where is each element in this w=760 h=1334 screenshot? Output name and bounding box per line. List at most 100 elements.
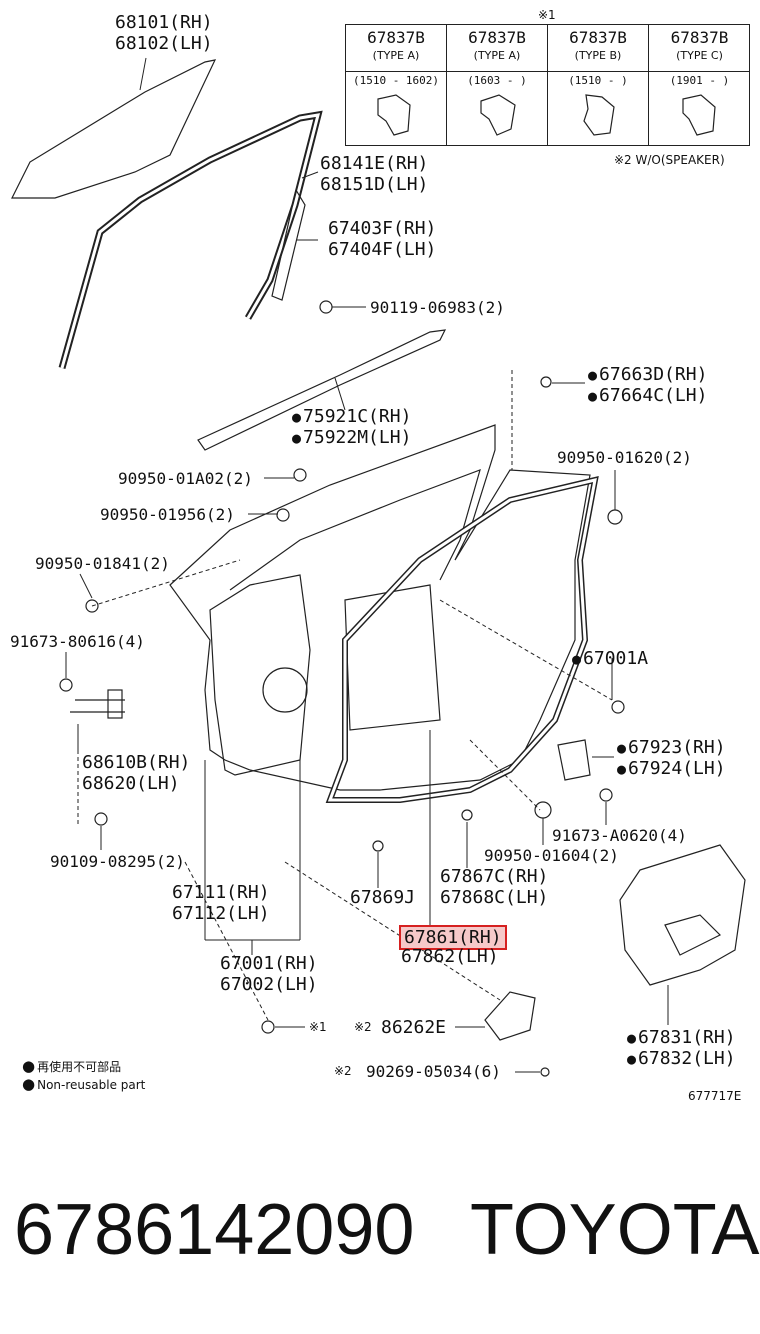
label-panel-lh: 67112(LH) — [172, 903, 270, 924]
label-plug-01620: 90950-01620(2) — [557, 448, 692, 467]
label-run-rh: 68141E(RH) — [320, 153, 429, 174]
label-bolt-08295: 90109-08295(2) — [50, 852, 185, 871]
plug-01620 — [607, 509, 623, 525]
table-type: (TYPE A) — [372, 49, 420, 62]
plug-01841 — [85, 599, 99, 613]
label-speaker-cover: 86262E — [381, 1017, 447, 1038]
table-type: (TYPE A) — [473, 49, 521, 62]
door-weatherstrip — [325, 476, 599, 803]
label-plug-01604: 90950-01604(2) — [484, 846, 619, 865]
legend-japanese: 再使用不可部品 — [22, 1057, 121, 1075]
label-run-lh: 68151D(LH) — [320, 174, 429, 195]
label-bolt-a0620: 91673-A0620(4) — [552, 826, 687, 845]
speaker-hole — [262, 667, 308, 713]
rear-cover-bracket — [557, 739, 591, 781]
clip-67867 — [461, 809, 473, 821]
label-clip-67664-lh: 67664C(LH) — [588, 385, 707, 407]
footer-brand: TOYOTA — [470, 1190, 760, 1270]
table-part: 67837B — [367, 28, 425, 47]
bolt-a0620 — [599, 788, 613, 802]
table-type: (TYPE B) — [574, 49, 622, 62]
label-ref-2b: ※2 — [334, 1064, 352, 1078]
rear-channel — [271, 188, 306, 301]
label-weather-67001a: 67001A — [572, 648, 648, 670]
table-range: (1510 - ) — [548, 71, 648, 87]
label-seal-lh: 67862(LH) — [401, 946, 499, 967]
label-channel-lh: 67404F(LH) — [328, 239, 437, 260]
table-footnote: ※2 W/O(SPEAKER) — [614, 153, 725, 167]
door-panel-outer — [169, 424, 591, 791]
speaker-cover — [484, 991, 536, 1041]
label-cover-lh: 67924(LH) — [617, 758, 726, 780]
bolt-08295 — [94, 812, 108, 826]
glass-run-outer — [58, 110, 323, 369]
table-range: (1901 - ) — [649, 71, 750, 87]
label-door-rh: 67001(RH) — [220, 953, 318, 974]
glass-run-inner — [60, 113, 321, 369]
label-ref-2a: ※2 — [354, 1020, 372, 1034]
label-service-lh: 67832(LH) — [627, 1048, 736, 1070]
label-glass-rh: 68101(RH) — [115, 12, 213, 33]
bolt-80616 — [59, 678, 73, 692]
inner-cavity — [344, 584, 441, 731]
table-ref-mark: ※1 — [538, 8, 556, 22]
clip-type-b-icon — [583, 94, 615, 136]
label-bolt-80616: 91673-80616(4) — [10, 632, 145, 651]
label-channel-rh: 67403F(RH) — [328, 218, 437, 239]
label-hinge-lh: 68620(LH) — [82, 773, 180, 794]
belt-moulding — [197, 329, 447, 451]
table-part: 67837B — [569, 28, 627, 47]
clip-type-c-icon — [682, 94, 716, 136]
label-screw-05034: 90269-05034(6) — [366, 1062, 501, 1081]
label-hinge-rh: 68610B(RH) — [82, 752, 191, 773]
figure-code: 677717E — [688, 1089, 742, 1103]
inner-panel — [209, 574, 311, 776]
plug-01956 — [276, 508, 290, 522]
screw-05034 — [540, 1067, 550, 1077]
bolt-06983 — [319, 300, 333, 314]
table-range: (1603 - ) — [447, 71, 547, 87]
table-range: (1510 - 1602) — [346, 71, 446, 87]
label-clip-67663-rh: 67663D(RH) — [588, 364, 707, 386]
exploded-door-diagram: ※1 67837B (TYPE A) (1510 - 1602) 67837B … — [0, 0, 760, 1110]
table-part: 67837B — [670, 28, 729, 47]
clip-67869 — [372, 840, 384, 852]
label-cover-rh: 67923(RH) — [617, 737, 726, 759]
label-service-rh: 67831(RH) — [627, 1027, 736, 1049]
clip-67663 — [540, 376, 552, 388]
label-plug-01a02: 90950-01A02(2) — [118, 469, 253, 488]
door-assembly-drawing — [11, 57, 746, 1077]
service-hole-cover — [619, 844, 746, 986]
label-belt-rh: 75921C(RH) — [292, 406, 411, 428]
label-plug-01956: 90950-01956(2) — [100, 505, 235, 524]
door-window-frame — [229, 469, 481, 591]
label-glass-lh: 68102(LH) — [115, 33, 213, 54]
label-clip-67867-rh: 67867C(RH) — [440, 866, 549, 887]
table-col-1: 67837B (TYPE A) (1510 - 1602) — [346, 25, 447, 145]
clip-type-a-icon — [377, 94, 411, 136]
label-ref-1: ※1 — [309, 1020, 327, 1034]
clip-type-a-icon — [480, 94, 516, 136]
hinge-upper — [107, 689, 123, 719]
table-part: 67837B — [468, 28, 526, 47]
label-clip-67869: 67869J — [350, 887, 416, 908]
clip-67001a — [611, 700, 625, 714]
table-col-3: 67837B (TYPE B) (1510 - ) — [548, 25, 649, 145]
clip-ref1 — [261, 1020, 275, 1034]
table-col-4: 67837B (TYPE C) (1901 - ) — [649, 25, 750, 145]
label-belt-lh: 75922M(LH) — [292, 427, 411, 449]
parts-variant-table: 67837B (TYPE A) (1510 - 1602) 67837B (TY… — [345, 24, 750, 146]
plug-01604 — [534, 801, 552, 819]
label-panel-rh: 67111(RH) — [172, 882, 270, 903]
label-plug-01841: 90950-01841(2) — [35, 554, 170, 573]
door-glass — [11, 59, 217, 199]
table-type: (TYPE C) — [676, 49, 723, 62]
label-seal-rh-highlighted[interactable]: 67861(RH) — [399, 925, 507, 950]
label-door-lh: 67002(LH) — [220, 974, 318, 995]
legend-non-reusable: Non-reusable part — [22, 1075, 145, 1093]
label-bolt-06983: 90119-06983(2) — [370, 298, 505, 317]
table-col-2: 67837B (TYPE A) (1603 - ) — [447, 25, 548, 145]
label-clip-67868-lh: 67868C(LH) — [440, 887, 549, 908]
plug-01a02 — [293, 468, 307, 482]
footer-part-number: 6786142090 — [14, 1190, 415, 1270]
